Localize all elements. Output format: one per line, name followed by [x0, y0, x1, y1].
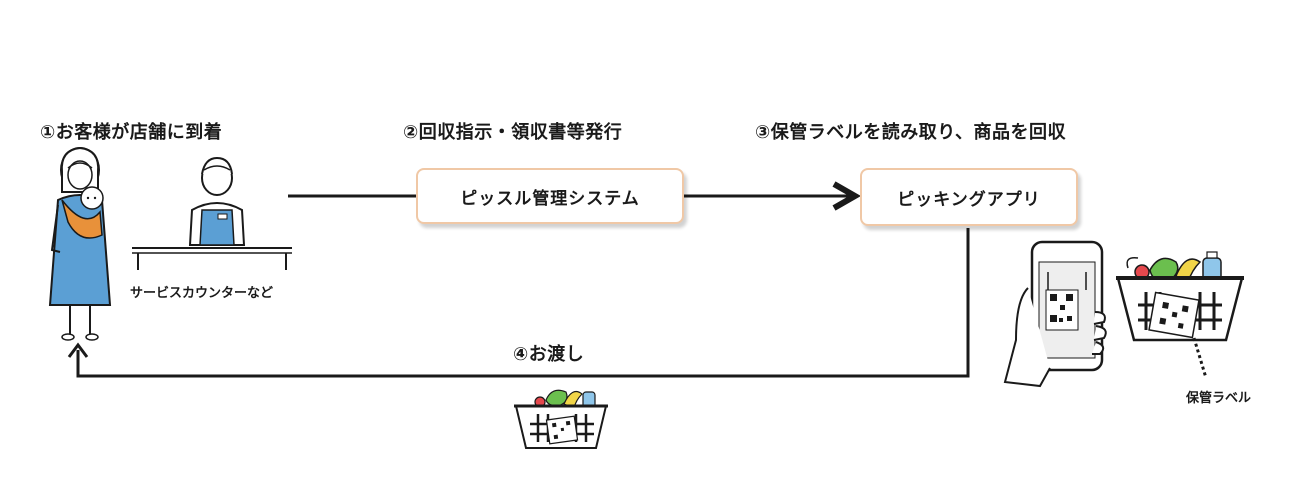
- arrowhead-to-customer: [67, 342, 89, 358]
- system-box: ピッスル管理システム: [416, 168, 684, 224]
- step-4-title: ④お渡し: [513, 344, 585, 365]
- app-box: ピッキングアプリ: [860, 168, 1078, 226]
- system-box-label: ピッスル管理システム: [460, 188, 640, 209]
- step-2-title: ②回収指示・領収書等発行: [403, 122, 623, 143]
- storage-label-caption: 保管ラベル: [1186, 391, 1252, 406]
- app-box-label: ピッキングアプリ: [897, 189, 1041, 210]
- step-1-title: ①お客様が店舗に到着: [40, 122, 223, 143]
- step-3-title: ③保管ラベルを読み取り、商品を回収: [755, 122, 1067, 143]
- counter-label: サービスカウンターなど: [130, 286, 274, 301]
- connector-app-to-customer: [76, 228, 970, 378]
